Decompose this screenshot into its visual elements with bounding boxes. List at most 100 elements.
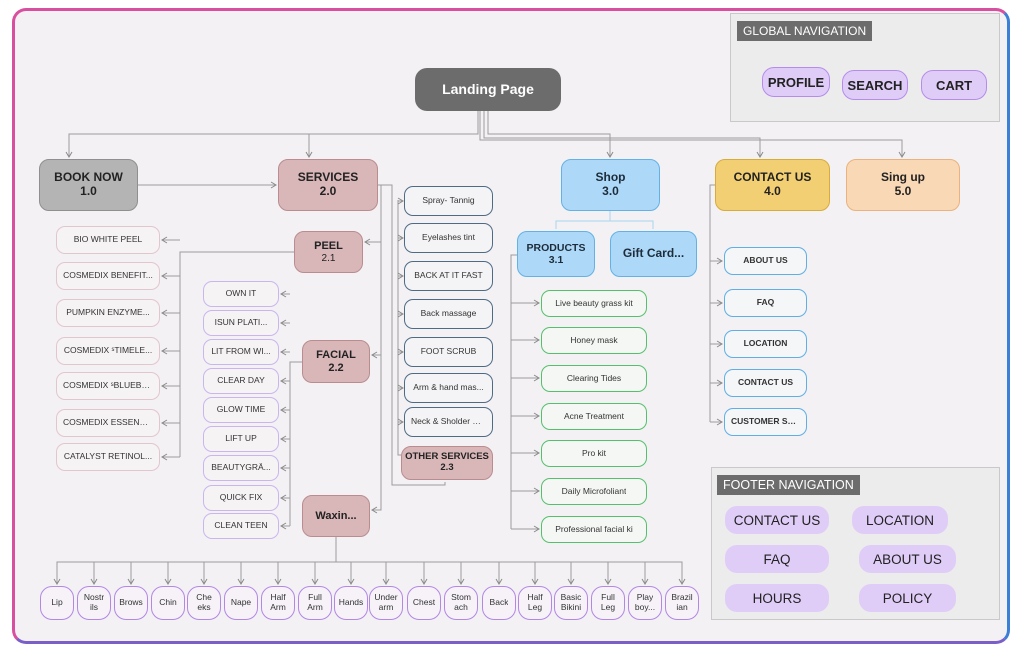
footer-contact-us-button[interactable]: CONTACT US: [725, 506, 829, 534]
contact-item[interactable]: CUSTOMER SER...: [724, 408, 807, 436]
facial-item[interactable]: GLOW TIME: [203, 397, 279, 423]
other-service-item[interactable]: Neck & Sholder m...: [404, 407, 493, 437]
footer-about-us-button[interactable]: ABOUT US: [859, 545, 956, 573]
product-item[interactable]: Professional facial ki: [541, 516, 647, 543]
other-service-item-label: FOOT SCRUB: [420, 347, 477, 357]
profile-button[interactable]: PROFILE: [762, 67, 830, 97]
facial-item[interactable]: QUICK FIX: [203, 485, 279, 511]
connector: [610, 220, 654, 229]
peel-item[interactable]: COSMEDIX ESSENTI...: [56, 409, 160, 437]
facial-item[interactable]: CLEAN TEEN: [203, 513, 279, 539]
footer-policy-button[interactable]: POLICY: [859, 584, 956, 612]
other-service-item[interactable]: FOOT SCRUB: [404, 337, 493, 367]
landing-page-node[interactable]: Landing Page: [415, 68, 561, 111]
cart-button[interactable]: CART: [921, 70, 987, 100]
waxing-item-label: Full: [601, 593, 615, 603]
search-button[interactable]: SEARCH: [842, 70, 908, 100]
waxing-item-label: Back: [489, 598, 509, 608]
arrowhead: [161, 419, 168, 427]
product-item[interactable]: Daily Microfoliant: [541, 478, 647, 505]
product-item[interactable]: Acne Treatment: [541, 403, 647, 430]
contact-item[interactable]: ABOUT US: [724, 247, 807, 275]
shop-number: 3.0: [602, 185, 619, 198]
peel-item[interactable]: COSMEDIX ˢBLUEBE...: [56, 372, 160, 400]
facial-item-label: QUICK FIX: [219, 493, 263, 503]
peel-item[interactable]: COSMEDIX BENEFIT...: [56, 262, 160, 290]
contact-item[interactable]: FAQ: [724, 289, 807, 317]
facial-item-label: GLOW TIME: [216, 405, 266, 415]
contact-us-label: CONTACT US: [733, 171, 812, 185]
facial-item-label: OWN IT: [225, 289, 257, 299]
peel-item[interactable]: COSMEDIX ˢTIMELE...: [56, 337, 160, 365]
product-item[interactable]: Honey mask: [541, 327, 647, 354]
waxing-item-label: Leg: [600, 603, 616, 612]
arrowhead: [397, 348, 404, 356]
footer-hours-button[interactable]: HOURS: [725, 584, 829, 612]
other-service-item[interactable]: Spray- Tannig: [404, 186, 493, 216]
other-service-item[interactable]: BACK AT IT FAST: [404, 261, 493, 291]
waxing-item[interactable]: Chin: [151, 586, 185, 620]
waxing-item-label: Hands: [338, 598, 364, 608]
footer-location-button[interactable]: LOCATION: [852, 506, 948, 534]
connector: [483, 111, 761, 157]
book-now-number: 1.0: [80, 185, 97, 198]
other-service-item[interactable]: Arm & hand mas...: [404, 373, 493, 403]
facial-item[interactable]: LIT FROM WI...: [203, 339, 279, 365]
waxing-item[interactable]: Nape: [224, 586, 258, 620]
facial-item[interactable]: ISUN PLATI...: [203, 310, 279, 336]
peel-item[interactable]: CATALYST RETINOL...: [56, 443, 160, 471]
arrowhead: [457, 578, 465, 585]
contact-item[interactable]: LOCATION: [724, 330, 807, 358]
arrowhead: [604, 578, 612, 585]
waxing-item[interactable]: Back: [482, 586, 516, 620]
connector: [372, 185, 382, 511]
arrowhead: [305, 151, 313, 158]
peel-item[interactable]: BIO WHITE PEEL: [56, 226, 160, 254]
waxing-item[interactable]: Lip: [40, 586, 74, 620]
footer-faq-button[interactable]: FAQ: [725, 545, 829, 573]
product-item[interactable]: Live beauty grass kit: [541, 290, 647, 317]
waxing-item[interactable]: Hands: [334, 586, 368, 620]
product-item[interactable]: Clearing Tides: [541, 365, 647, 392]
waxing-item[interactable]: Brows: [114, 586, 148, 620]
peel-item[interactable]: PUMPKIN ENZYME...: [56, 299, 160, 327]
arrowhead: [161, 347, 168, 355]
arrowhead: [397, 272, 404, 280]
contact-item[interactable]: CONTACT US: [724, 369, 807, 397]
waxing-item[interactable]: Chest: [407, 586, 441, 620]
waxing-item-label: eks: [197, 603, 211, 612]
facial-item[interactable]: BEAUTYGRÄ...: [203, 455, 279, 481]
product-item[interactable]: Pro kit: [541, 440, 647, 467]
other-service-item-label: BACK AT IT FAST: [414, 271, 483, 281]
other-service-item[interactable]: Eyelashes tint: [404, 223, 493, 253]
other-service-item[interactable]: Back massage: [404, 299, 493, 329]
global-navigation-title: GLOBAL NAVIGATION: [737, 21, 873, 41]
gift-card-node[interactable]: Gift Card...: [610, 231, 697, 277]
arrowhead: [53, 578, 61, 585]
other-service-item-label: Neck & Sholder m...: [411, 417, 486, 427]
facial-item[interactable]: CLEAR DAY: [203, 368, 279, 394]
facial-item[interactable]: LIFT UP: [203, 426, 279, 452]
waxing-node[interactable]: Waxin...: [302, 495, 370, 537]
facial-item[interactable]: OWN IT: [203, 281, 279, 307]
